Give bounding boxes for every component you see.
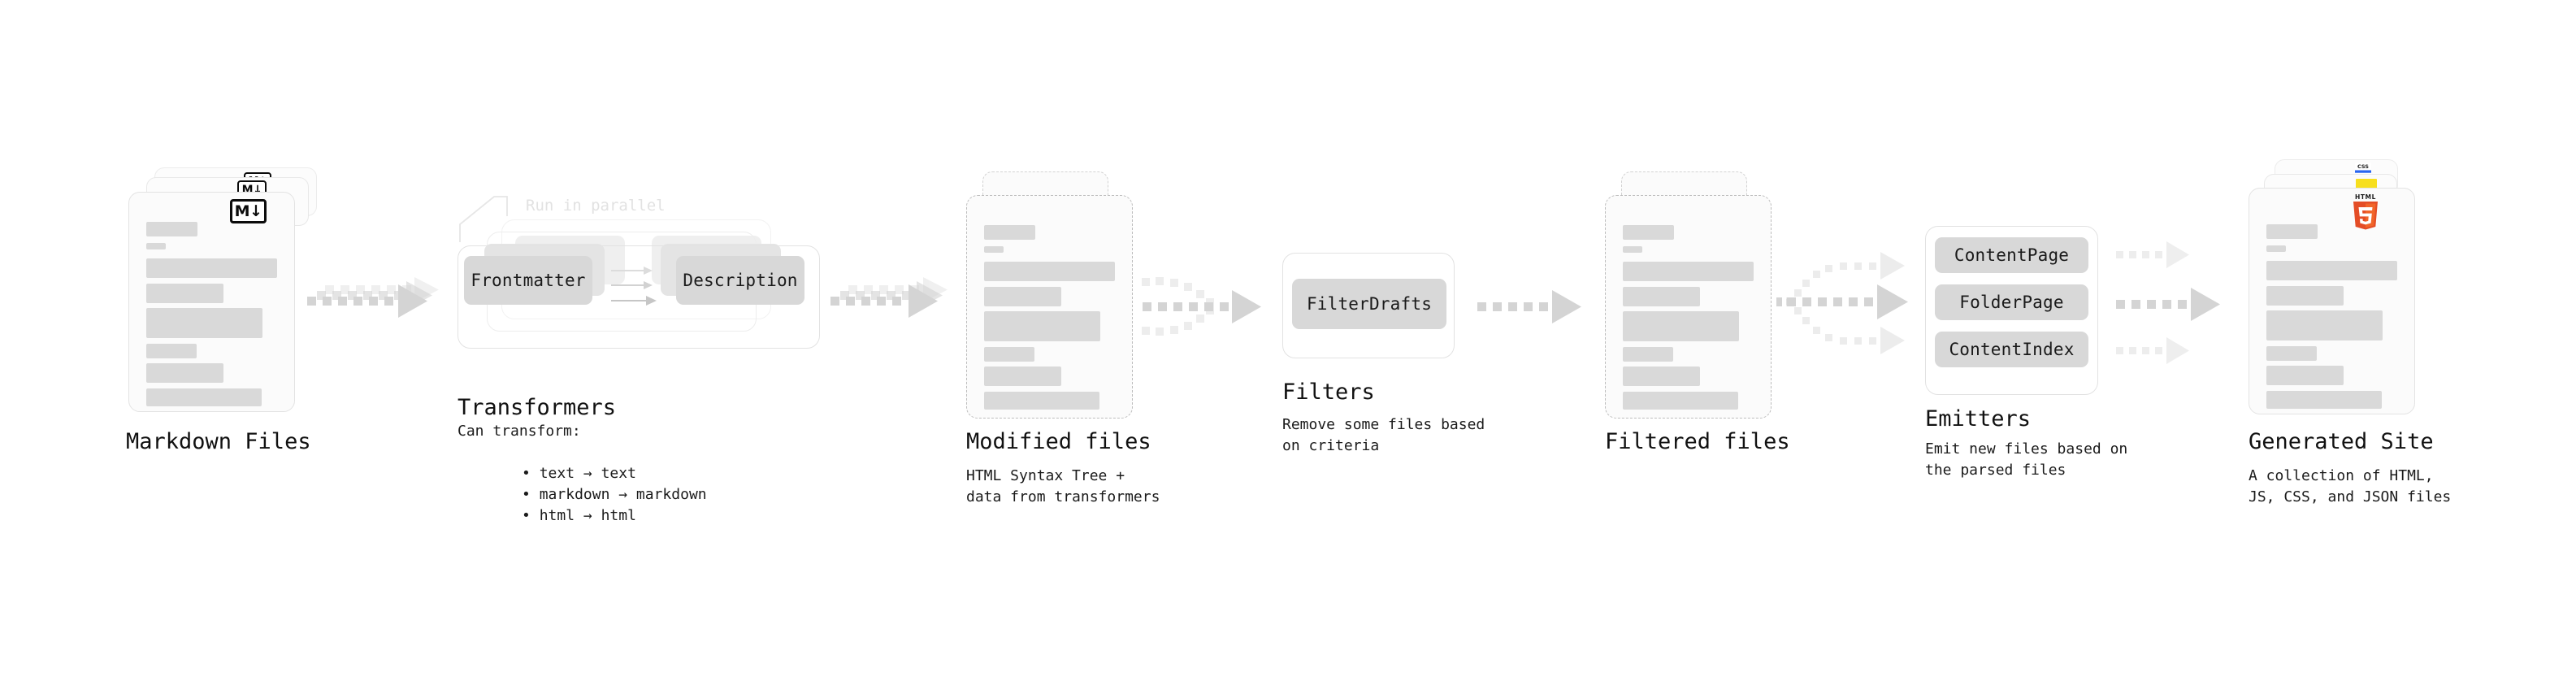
svg-text:HTML: HTML — [2355, 193, 2376, 201]
skeleton-bar — [2266, 391, 2382, 409]
skeleton-bar — [2266, 224, 2318, 239]
run-in-parallel-leader-line — [459, 196, 508, 242]
connector-markdown-to-transformers — [307, 277, 439, 318]
skeleton-bar — [146, 344, 197, 358]
stage-title-markdown-files: Markdown Files — [126, 429, 311, 454]
transformer-chip-frontmatter[interactable]: Frontmatter — [464, 256, 592, 305]
skeleton-bar — [984, 225, 1035, 240]
markdown-file-card-front — [128, 192, 295, 412]
filtered-file-card-front — [1605, 195, 1772, 419]
skeleton-bar — [984, 392, 1099, 410]
filters-group — [1282, 253, 1455, 358]
skeleton-bar — [146, 388, 262, 406]
skeleton-bar — [1623, 392, 1738, 410]
skeleton-bar — [2266, 310, 2383, 340]
stage-caption-filters: Remove some files based on criteria — [1282, 416, 1485, 454]
skeleton-bar — [146, 258, 277, 278]
skeleton-bar — [984, 367, 1061, 386]
skeleton-bar — [146, 243, 166, 249]
transformer-group-front — [458, 245, 820, 349]
transformer-internal-arrows — [611, 267, 657, 306]
connector-transformers-to-modified-files — [830, 277, 948, 318]
bullet-dot: • — [522, 507, 540, 524]
skeleton-bar — [146, 222, 197, 236]
skeleton-bar — [1623, 367, 1700, 386]
stage-title-filtered-files: Filtered files — [1605, 429, 1790, 454]
skeleton-bar — [984, 311, 1100, 341]
connector-modified-files-to-filters — [1142, 277, 1261, 336]
skeleton-bar — [1623, 225, 1674, 240]
skeleton-bar — [146, 363, 223, 383]
emitter-chip-contentpage[interactable]: ContentPage — [1935, 237, 2088, 273]
connector-filters-to-filtered-files — [1477, 290, 1581, 323]
stage-title-emitters: Emitters — [1925, 406, 2032, 432]
bullet-dot: • — [522, 486, 540, 503]
connector-filtered-files-to-emitters — [1776, 252, 1908, 354]
skeleton-bar — [1623, 311, 1739, 341]
stage-caption-modified-files: HTML Syntax Tree + data from transformer… — [966, 467, 1160, 505]
svg-text:CSS: CSS — [2357, 163, 2369, 170]
filter-chip-filterdrafts[interactable]: FilterDrafts — [1292, 279, 1446, 329]
skeleton-bar — [2266, 245, 2286, 252]
stage-title-filters: Filters — [1282, 380, 1375, 405]
skeleton-bar — [984, 347, 1034, 362]
skeleton-bar — [2266, 286, 2344, 306]
skeleton-bar — [984, 262, 1115, 281]
html5-icon: HTML — [2353, 193, 2378, 230]
transform-bullet-2: • html → html — [522, 507, 636, 524]
stage-title-transformers: Transformers — [458, 395, 617, 420]
skeleton-bar — [2266, 261, 2397, 280]
css-icon: CSS — [2355, 163, 2371, 173]
emitters-group — [1925, 226, 2098, 395]
skeleton-bar — [1623, 262, 1754, 281]
stage-title-generated-site: Generated Site — [2249, 429, 2434, 454]
skeleton-bar — [1623, 287, 1700, 306]
stage-caption-transformers-head: Can transform: — [458, 423, 581, 440]
generated-site-card-front — [2249, 188, 2415, 414]
emitter-chip-contentindex[interactable]: ContentIndex — [1935, 332, 2088, 367]
emitter-chip-folderpage[interactable]: FolderPage — [1935, 284, 2088, 320]
transformer-chip-description[interactable]: Description — [676, 256, 804, 305]
transform-bullet-1: • markdown → markdown — [522, 486, 707, 503]
transform-bullet-0: • text → text — [522, 465, 636, 482]
stage-caption-emitters: Emit new files based on the parsed files — [1925, 440, 2128, 479]
skeleton-bar — [1623, 246, 1642, 253]
skeleton-bar — [1623, 347, 1673, 362]
skeleton-bar — [2266, 346, 2317, 361]
bullet-dot: • — [522, 465, 540, 482]
stage-title-modified-files: Modified files — [966, 429, 1151, 454]
skeleton-bar — [146, 308, 262, 338]
connector-emitters-to-generated-site — [2116, 241, 2220, 364]
stage-caption-generated-site: A collection of HTML, JS, CSS, and JSON … — [2249, 467, 2452, 505]
skeleton-bar — [984, 246, 1004, 253]
skeleton-bar — [984, 287, 1061, 306]
modified-file-card-front — [966, 195, 1133, 419]
run-in-parallel-label: Run in parallel — [526, 197, 666, 215]
skeleton-bar — [2266, 366, 2344, 385]
skeleton-bar — [146, 284, 223, 303]
markdown-icon: M↓ — [230, 199, 267, 223]
